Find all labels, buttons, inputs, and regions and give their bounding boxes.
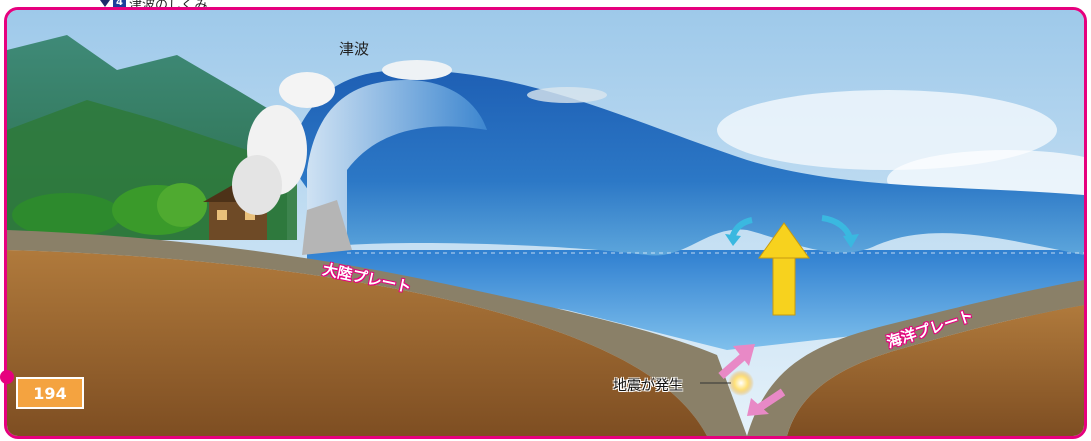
caption-number: 4 xyxy=(113,0,126,9)
uplift-arrow-icon xyxy=(758,222,810,316)
page-number: 194 xyxy=(16,377,84,409)
plate-push-arrow-lower-icon xyxy=(747,388,786,416)
tsunami-diagram xyxy=(7,10,1084,436)
diagram-frame: 津波 大陸プレート 海洋プレート 地震が発生 xyxy=(4,7,1087,439)
earthquake-label: 地震が発生 xyxy=(613,378,683,394)
page-marker-dot xyxy=(0,370,14,384)
caption-triangle-icon xyxy=(100,0,110,7)
plate-push-arrow-upper-icon xyxy=(718,344,755,380)
earthquake-focus-icon xyxy=(728,370,754,396)
tsunami-label: 津波 xyxy=(339,40,370,58)
